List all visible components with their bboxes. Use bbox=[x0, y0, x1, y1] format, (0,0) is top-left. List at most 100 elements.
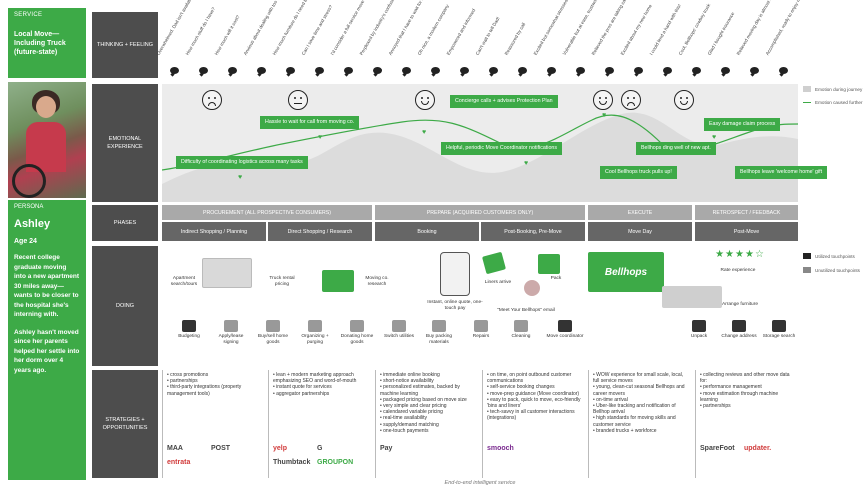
activity-icon bbox=[514, 320, 528, 332]
activity-truck-pricing: Truck rental pricing bbox=[269, 276, 295, 287]
thought-item: How much will it cost? bbox=[214, 4, 244, 78]
activity-icon bbox=[772, 320, 786, 332]
activity-liners-arrive: Liners arrive bbox=[484, 280, 512, 285]
activity-label: Buy/sell home goods bbox=[257, 334, 289, 345]
strategy-column: cross promotionspartnershipsthird-party … bbox=[162, 370, 266, 478]
strategy-item: lean + modern marketing approach emphasi… bbox=[273, 372, 368, 384]
legend-label: Emotion during journey bbox=[815, 86, 863, 92]
persona-body bbox=[26, 122, 66, 172]
activity-item: Unpack bbox=[680, 320, 718, 340]
rating-stars: ★★★★☆ bbox=[715, 249, 765, 260]
pack-box-icon bbox=[538, 254, 560, 274]
speech-bubble-icon bbox=[170, 67, 179, 74]
persona-name: Ashley bbox=[14, 218, 51, 230]
speech-bubble-icon bbox=[344, 67, 353, 74]
service-panel: SERVICE Local Move—Including Truck (futu… bbox=[8, 8, 86, 78]
heart-icon: ♥ bbox=[602, 112, 607, 119]
liner-box-icon bbox=[482, 251, 506, 275]
persona-head bbox=[36, 96, 56, 118]
activity-icon bbox=[558, 320, 572, 332]
strategy-item: partnerships bbox=[700, 403, 794, 409]
speech-bubble-icon bbox=[605, 67, 614, 74]
persona-panel: PERSONA Ashley Age 24 Recent college gra… bbox=[8, 200, 86, 480]
strategy-item: on time, on point outbound customer comm… bbox=[487, 372, 582, 384]
strategy-item: self-service booking changes bbox=[487, 384, 582, 390]
callout-claim: Easy damage claim process bbox=[704, 118, 781, 131]
speech-bubble-icon bbox=[547, 67, 556, 74]
activity-icon bbox=[692, 320, 706, 332]
strategy-item: aggregator partnerships bbox=[273, 391, 368, 397]
thought-item: Oh nice, a modern company bbox=[417, 4, 450, 78]
strategy-list: lean + modern marketing approach emphasi… bbox=[273, 372, 368, 397]
persona-label: PERSONA bbox=[14, 204, 44, 210]
activity-item: Organizing + purging bbox=[296, 320, 334, 346]
strategy-item: WOW experience for small scale, local, f… bbox=[593, 372, 688, 384]
activity-item: Budgeting bbox=[170, 320, 208, 340]
thought-item: Excited but somewhat stressed bbox=[533, 0, 569, 78]
activity-item: Buy packing materials bbox=[420, 320, 458, 346]
activity-meet-bellhops: "Meet Your Bellhops" email bbox=[497, 308, 555, 313]
sad-face-icon bbox=[202, 90, 222, 110]
happy-face-icon bbox=[674, 90, 694, 110]
heart-icon: ♥ bbox=[524, 160, 529, 167]
speech-bubble-icon bbox=[721, 67, 730, 74]
heart-icon: ♥ bbox=[238, 174, 243, 181]
thought-item: Perplexed by industry's confusing jargon bbox=[359, 0, 404, 78]
phase-title: EXECUTE bbox=[588, 205, 692, 220]
thought-item: I could lend a hand with this! bbox=[649, 3, 682, 78]
strategy-item: calendared variable pricing bbox=[380, 409, 475, 415]
activity-item: Donating home goods bbox=[338, 320, 376, 346]
brand-logo: yelp bbox=[273, 445, 288, 452]
brand-logo: updater. bbox=[744, 445, 772, 452]
thought-item: Anxious about dealing with too many peop… bbox=[243, 0, 292, 78]
strategy-item: short-notice availability bbox=[380, 378, 475, 384]
activity-label: Organizing + purging bbox=[301, 334, 329, 345]
subphase-prebooking: Post-Booking, Pre-Move bbox=[481, 222, 585, 241]
heart-icon: ♥ bbox=[422, 129, 427, 136]
phase-execute: EXECUTE Move Day bbox=[588, 205, 692, 241]
legend-utilized: Utilized touchpoints bbox=[803, 253, 855, 259]
legend-improved: Emotion caused further bbox=[803, 100, 863, 105]
activity-label: Buy packing materials bbox=[425, 334, 453, 345]
thought-item: Empowered and informed bbox=[446, 4, 476, 78]
callout-waiting: Hassle to wait for call from moving co. bbox=[260, 116, 360, 129]
thought-text: Accomplished, ready to enjoy new home bbox=[764, 0, 811, 56]
phone-quote-icon bbox=[440, 252, 470, 296]
strategy-item: high standards for moving skills and cus… bbox=[593, 415, 688, 427]
bellhop-avatar bbox=[524, 280, 540, 296]
callout-coordination: Difficulty of coordinating logistics acr… bbox=[176, 156, 308, 169]
activity-icon bbox=[474, 320, 488, 332]
activity-item: Buy/sell home goods bbox=[254, 320, 292, 346]
strategy-item: immediate online booking bbox=[380, 372, 475, 378]
brand-logo: GROUPON bbox=[317, 459, 354, 466]
thought-item: Excited about my new home bbox=[620, 4, 653, 78]
bellhops-truck-image: Bellhops bbox=[588, 252, 664, 292]
row-label-thinking: THINKING + FEELING bbox=[92, 12, 158, 78]
thought-item: Vulnerable but at ease, trustworthy team bbox=[562, 0, 607, 78]
brand-logo: smooch bbox=[487, 445, 514, 452]
legend-unutilized: Unutilized touchpoints bbox=[803, 267, 860, 273]
heart-icon: ♥ bbox=[712, 134, 717, 141]
activity-item: Change address bbox=[720, 320, 758, 340]
speech-bubble-icon bbox=[286, 67, 295, 74]
activity-label: Switch utilities bbox=[383, 334, 415, 339]
brand-logo: SpareFoot bbox=[700, 445, 735, 452]
activity-item: Cleaning bbox=[502, 320, 540, 340]
strategy-column: collecting reviews and other move data f… bbox=[695, 370, 798, 478]
persona-history: Ashley hasn't moved since her parents he… bbox=[14, 328, 80, 374]
row-label-doing: DOING bbox=[92, 246, 158, 366]
happy-face-icon bbox=[593, 90, 613, 110]
callout-concierge: Concierge calls + advises Protection Pla… bbox=[450, 95, 558, 108]
thought-item: Overwhelmed. Dad isn't available this ti… bbox=[156, 0, 204, 78]
strategy-item: Uber-like tracking and notification of B… bbox=[593, 403, 688, 415]
activity-icon bbox=[350, 320, 364, 332]
subphase-planning: Indirect Shopping / Planning bbox=[162, 222, 266, 241]
happy-face-icon bbox=[415, 90, 435, 110]
activity-label: Apply/lease signing bbox=[218, 334, 244, 345]
thought-item: How much furniture do I need to buy? bbox=[272, 0, 314, 78]
phase-retrospect: RETROSPECT / FEEDBACK Post-Move bbox=[695, 205, 798, 241]
activity-rate-experience: Rate experience bbox=[720, 268, 756, 273]
speech-bubble-icon bbox=[402, 67, 411, 74]
